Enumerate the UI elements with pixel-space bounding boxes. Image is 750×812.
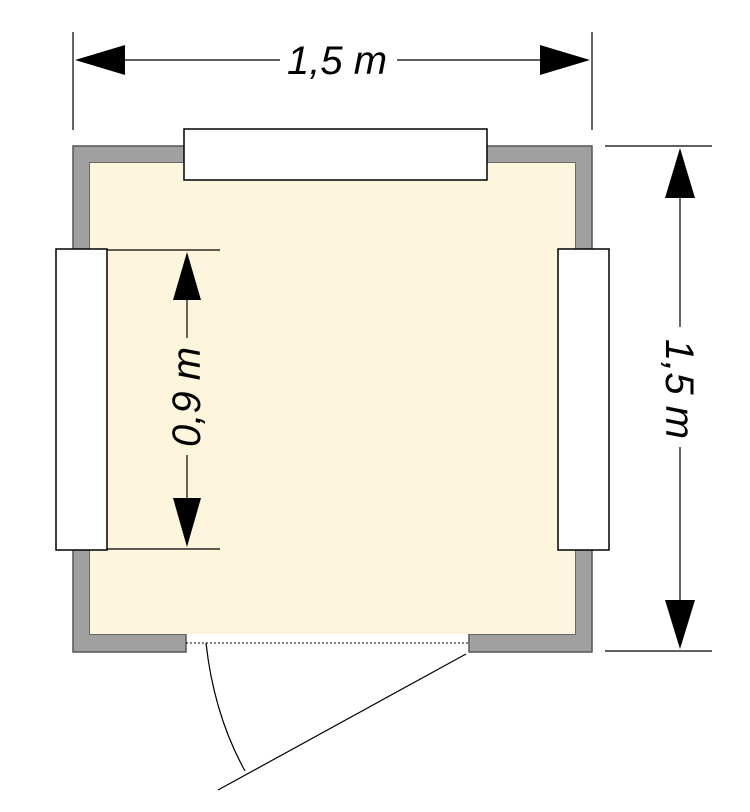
window-left — [55, 248, 108, 551]
dim-width-arrow-right — [540, 45, 590, 75]
dim-depth-arrow-bottom — [665, 600, 695, 649]
door-leaf — [217, 653, 467, 791]
window-top — [183, 128, 488, 181]
window-right — [557, 248, 610, 551]
dim-window-arrow-top — [173, 252, 201, 300]
dim-window-label: 0,9 m — [165, 347, 209, 447]
dim-depth-arrow-top — [665, 148, 695, 198]
dim-window-arrow-bottom — [173, 498, 201, 547]
dim-width-arrow-left — [75, 45, 125, 75]
dim-width-label: 1,5 m — [287, 39, 387, 83]
door-swing-arc — [205, 642, 246, 772]
room-floor — [90, 163, 575, 634]
dim-depth-label: 1,5 m — [657, 339, 701, 439]
